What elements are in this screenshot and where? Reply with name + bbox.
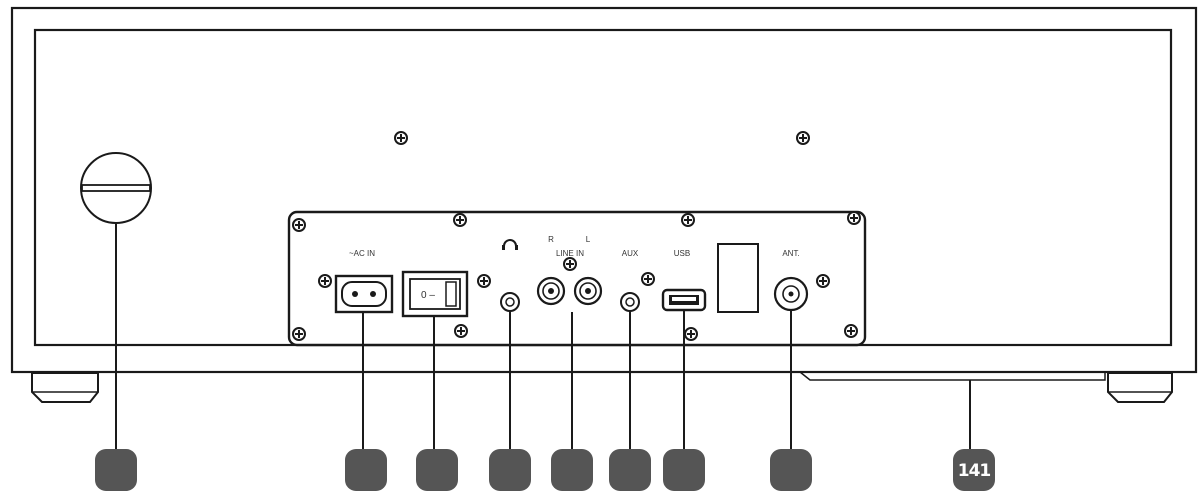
antenna-socket-icon	[773, 276, 809, 312]
usb-label: USB	[674, 249, 690, 258]
screw-icon	[681, 213, 695, 227]
screw-icon	[641, 272, 655, 286]
ant-label: ANT.	[782, 249, 799, 258]
callout-4	[489, 449, 531, 491]
callout-2	[345, 449, 387, 491]
screw-icon	[292, 327, 306, 341]
callout-6	[609, 449, 651, 491]
rca-jack-icon	[536, 276, 566, 306]
aux-jack	[620, 292, 640, 312]
foot-right	[1107, 372, 1173, 403]
headphone-jack	[500, 292, 520, 312]
callout-9: 141	[953, 449, 995, 491]
line-in-r-label: R	[548, 235, 554, 244]
screw-icon	[684, 327, 698, 341]
foot-left	[31, 372, 99, 403]
line-in-label: LINE IN	[556, 249, 584, 258]
power-socket-icon	[334, 274, 394, 314]
callout-8	[770, 449, 812, 491]
screw-icon	[318, 274, 332, 288]
line-in-l-label: L	[586, 235, 591, 244]
callout-1	[95, 449, 137, 491]
power-switch: 0 –	[401, 270, 469, 318]
headphone-icon	[502, 239, 518, 250]
screw-icon	[563, 257, 577, 271]
callout-7	[663, 449, 705, 491]
screw-icon	[816, 274, 830, 288]
usb-port	[661, 288, 707, 312]
ac-in-label: ~AC IN	[349, 249, 375, 258]
screw-icon	[454, 324, 468, 338]
screw-icon	[844, 324, 858, 338]
callout-3	[416, 449, 458, 491]
screw-icon	[477, 274, 491, 288]
callout-9-number: 141	[958, 461, 991, 481]
screw-icon	[292, 218, 306, 232]
drawer-slot	[799, 371, 1106, 381]
screw-icon	[453, 213, 467, 227]
blank-cover	[717, 243, 759, 313]
callout-5	[551, 449, 593, 491]
screw-icon	[796, 131, 810, 145]
rca-jack-icon	[573, 276, 603, 306]
screw-icon	[394, 131, 408, 145]
switch-label: 0 –	[421, 290, 435, 301]
screw-icon	[847, 211, 861, 225]
leader-lines	[115, 224, 971, 450]
aux-label: AUX	[622, 249, 639, 258]
rear-knob	[80, 152, 152, 224]
